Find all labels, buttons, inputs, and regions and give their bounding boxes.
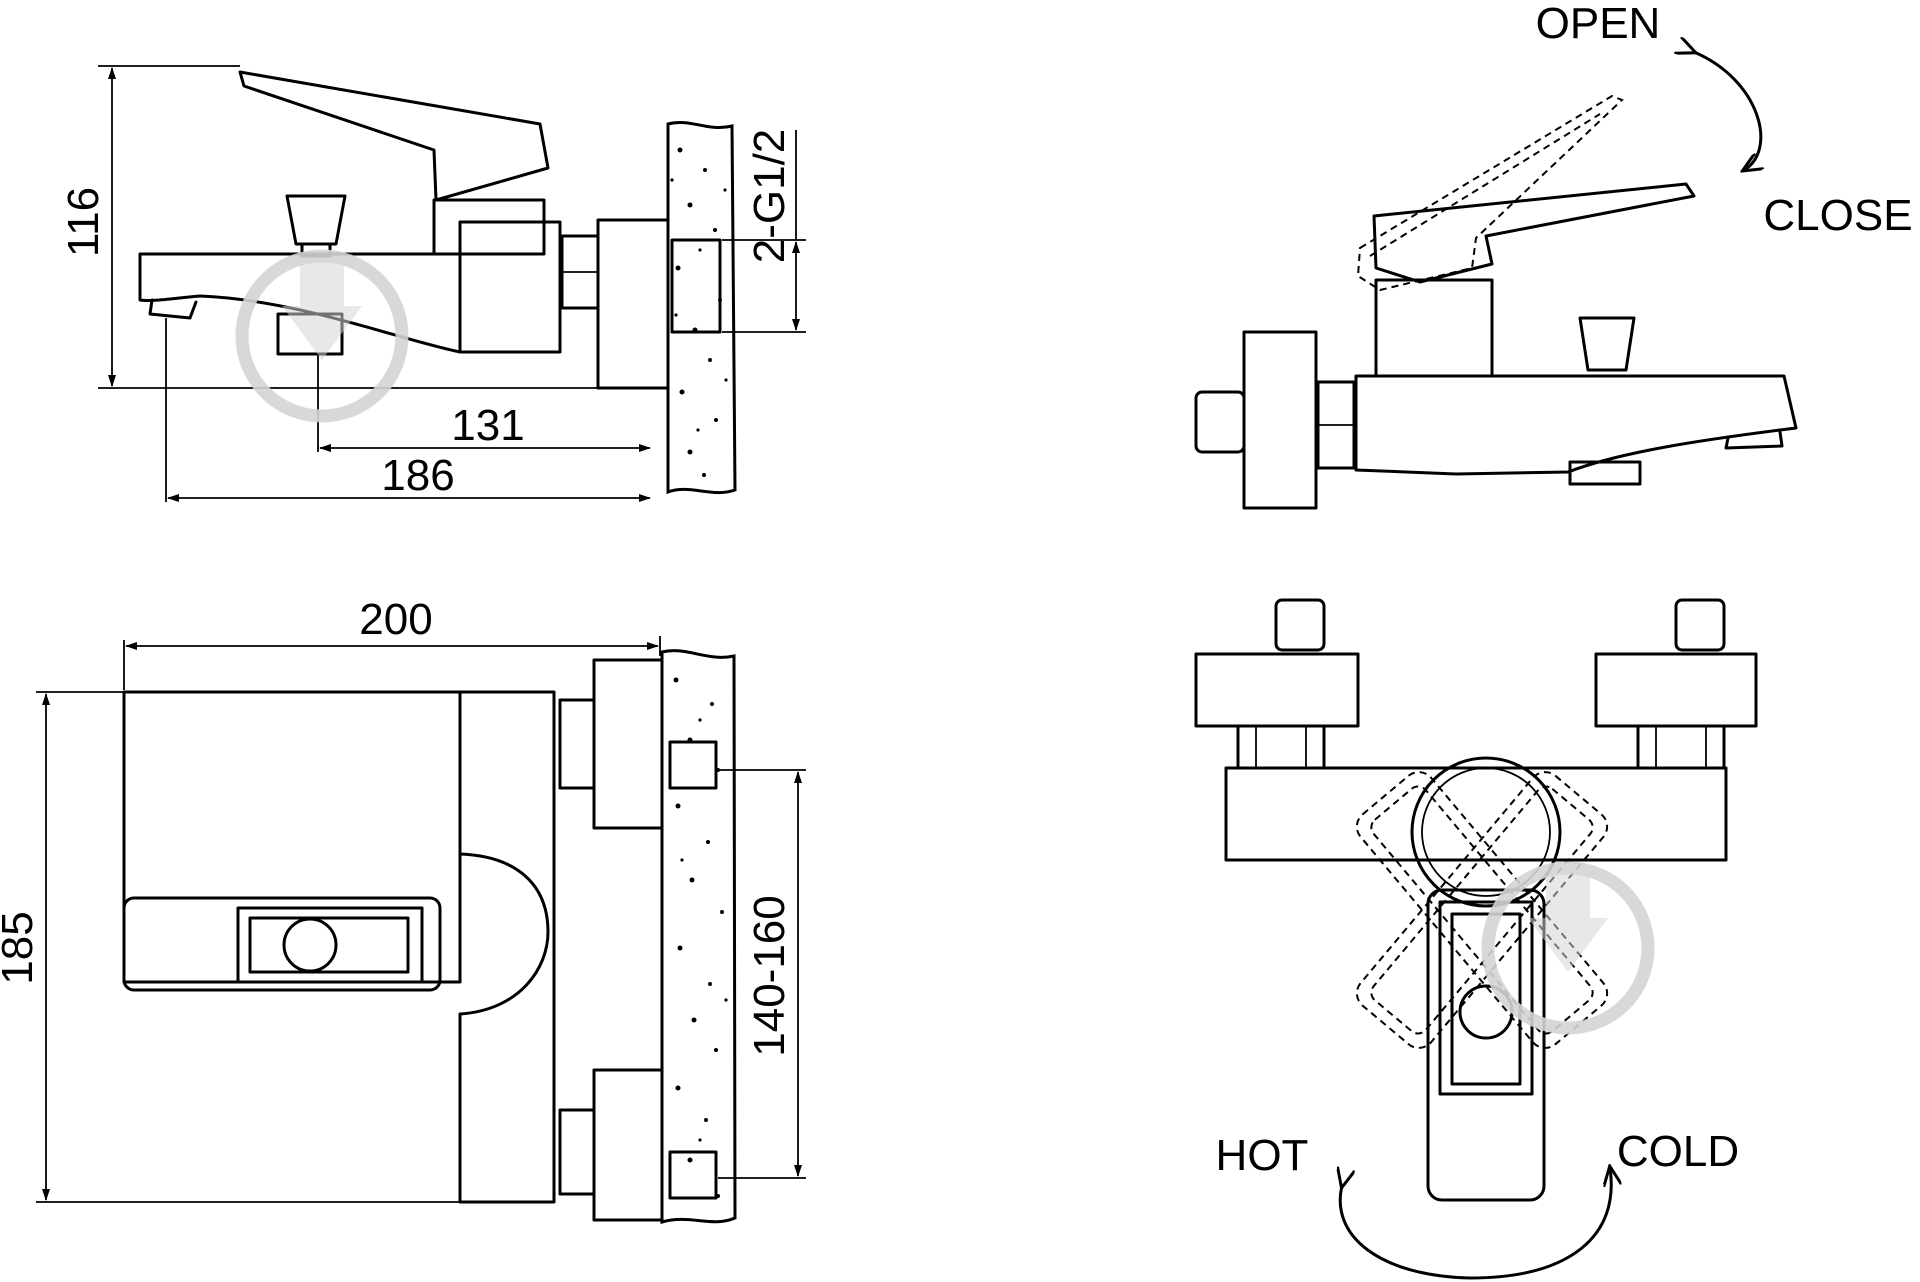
spout-outlet <box>148 298 198 320</box>
wall-flange-plan-left <box>1194 652 1360 728</box>
lever-handle-front <box>1372 182 1696 284</box>
lever-cap-top <box>282 917 338 973</box>
diverter-knob-front <box>1578 316 1636 372</box>
lever-open-position <box>1356 94 1624 292</box>
inlet-connector-left <box>1274 598 1326 652</box>
hot-cold-arrow <box>1340 1168 1611 1280</box>
wall-flange-front <box>1242 330 1318 510</box>
pipe-stub-side <box>670 238 722 334</box>
wall-section-top <box>660 649 737 1224</box>
plan-view <box>1194 598 1758 1280</box>
dim-label-185: 185 <box>0 911 42 984</box>
lever-handle-top <box>122 896 442 992</box>
wall-flange-side <box>596 218 670 390</box>
pipe-stub-top-lower <box>668 1150 718 1200</box>
label-hot: HOT <box>1216 1131 1309 1180</box>
dim-label-200: 200 <box>359 595 432 644</box>
dim-label-2-g1-2: 2-G1/2 <box>745 129 794 264</box>
wall-flange-top-lower <box>592 1068 664 1222</box>
front-view <box>1194 52 1798 510</box>
dim-label-131: 131 <box>451 401 524 450</box>
mixer-body-top <box>122 690 462 984</box>
dim-label-116: 116 <box>59 187 108 257</box>
top-view <box>36 636 806 1224</box>
mixer-block-side <box>458 220 562 354</box>
mixer-body-front <box>1354 374 1798 476</box>
wall-flange-top-upper <box>592 658 664 830</box>
lever-hot-position <box>1355 771 1609 1049</box>
watermark-logo-right <box>1481 861 1655 1035</box>
lever-handle-side <box>238 70 550 202</box>
label-open: OPEN <box>1536 0 1661 48</box>
pipe-stub-front <box>1194 390 1246 454</box>
spout-outlet-front <box>1724 430 1784 450</box>
diverter-knob-side <box>285 194 347 246</box>
cartridge-ring-plan <box>1410 756 1562 908</box>
dim-label-186: 186 <box>381 451 454 500</box>
cartridge-housing-front <box>1374 278 1494 378</box>
side-view <box>98 65 806 502</box>
open-close-arrow <box>1694 52 1761 170</box>
label-cold: COLD <box>1617 1127 1739 1176</box>
diverter-bottom-front <box>1568 460 1642 486</box>
pipe-stub-top-upper <box>668 740 718 790</box>
wall-section-side <box>666 121 737 495</box>
label-close: CLOSE <box>1763 191 1912 240</box>
wall-flange-plan-right <box>1594 652 1758 728</box>
inlet-connector-right <box>1674 598 1726 652</box>
cartridge-housing-side <box>432 198 546 256</box>
cartridge-top <box>458 690 556 1204</box>
lever-handle-plan <box>1426 888 1546 1202</box>
dim-label-140-160: 140-160 <box>745 895 794 1056</box>
watermark-logo-left <box>235 249 409 423</box>
mixer-body-side <box>138 252 462 354</box>
